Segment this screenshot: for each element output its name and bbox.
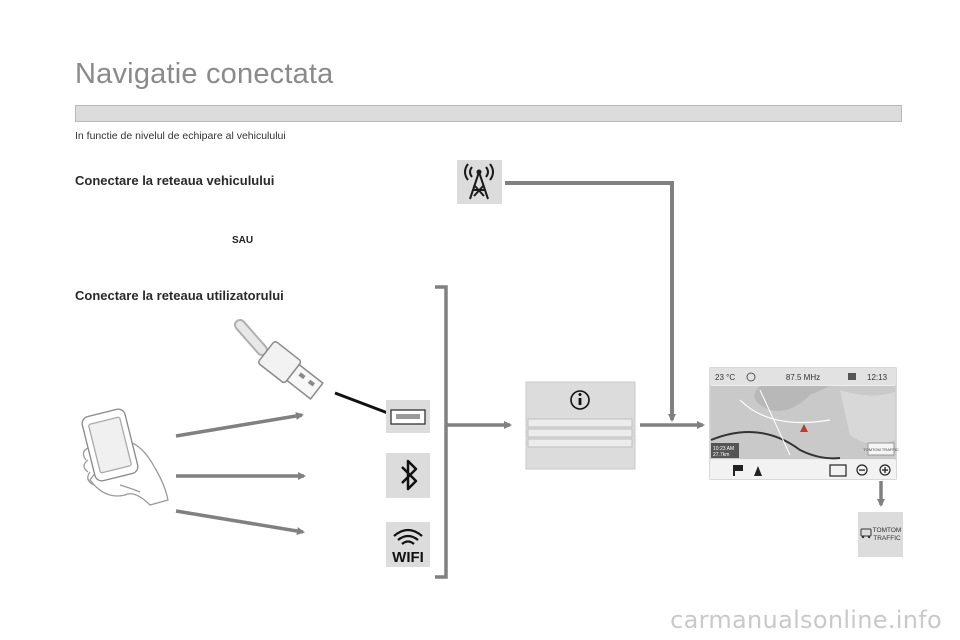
info-screen — [525, 381, 636, 470]
user-network-heading: Conectare la reteaua utilizatorului — [75, 288, 284, 303]
nav-radio: 87.5 MHz — [786, 373, 820, 382]
tomtom-traffic-icon: TOMTOM TRAFFIC — [858, 512, 903, 557]
user-bracket — [435, 285, 512, 579]
smartphone-icon — [81, 408, 169, 506]
tomtom-label-1: TOMTOM — [873, 527, 902, 534]
tomtom-label-2: TRAFFIC — [873, 535, 901, 542]
antenna-icon — [457, 160, 502, 204]
info-icon — [570, 390, 590, 410]
page-title: Navigatie conectata — [75, 58, 334, 90]
usb-plug-icon — [234, 319, 394, 417]
wifi-icon: WIFI — [386, 522, 430, 567]
or-label: SAU — [232, 235, 254, 246]
nav-clock: 12:13 — [867, 373, 888, 382]
footer-watermark: carmanualsonline.info — [670, 606, 942, 634]
wifi-label: WIFI — [392, 549, 424, 566]
nav-tomtom-small: TOMTOM TRAFFIC — [863, 447, 899, 452]
nav-eta: 10:23 AM — [713, 446, 734, 452]
page-subtitle: In functie de nivelul de echipare al veh… — [75, 130, 286, 142]
nav-screen: 23 °C 87.5 MHz 12:13 10:23 AM 27.7km TOM… — [709, 367, 899, 480]
title-bar — [75, 105, 902, 122]
vehicle-connector — [505, 181, 676, 422]
nav-temperature: 23 °C — [715, 373, 735, 382]
phone-connectors — [175, 412, 306, 535]
usb-port-icon — [386, 400, 430, 433]
vehicle-network-heading: Conectare la reteaua vehiculului — [75, 173, 275, 188]
nav-distance: 27.7km — [713, 452, 729, 458]
bluetooth-icon — [386, 453, 430, 498]
